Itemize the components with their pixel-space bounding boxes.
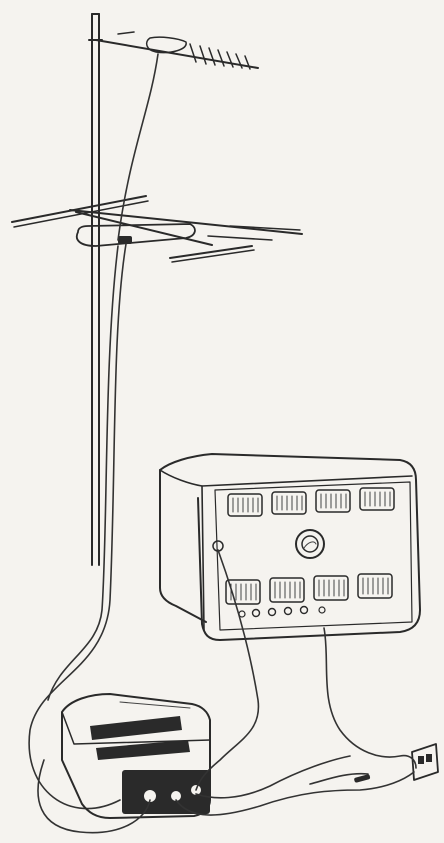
wall-outlet	[412, 744, 438, 780]
upper-yagi-antenna	[96, 32, 258, 69]
cabinet-grille-top	[228, 488, 394, 516]
dial-knob	[296, 530, 324, 558]
receiver-cabinet	[160, 454, 420, 640]
coaxial-cables	[38, 550, 416, 833]
cabinet-grille-bottom	[226, 574, 392, 604]
converter-box	[62, 694, 210, 818]
indicator-holes	[239, 607, 325, 618]
lower-antenna-array	[12, 196, 302, 262]
mast	[89, 14, 102, 565]
